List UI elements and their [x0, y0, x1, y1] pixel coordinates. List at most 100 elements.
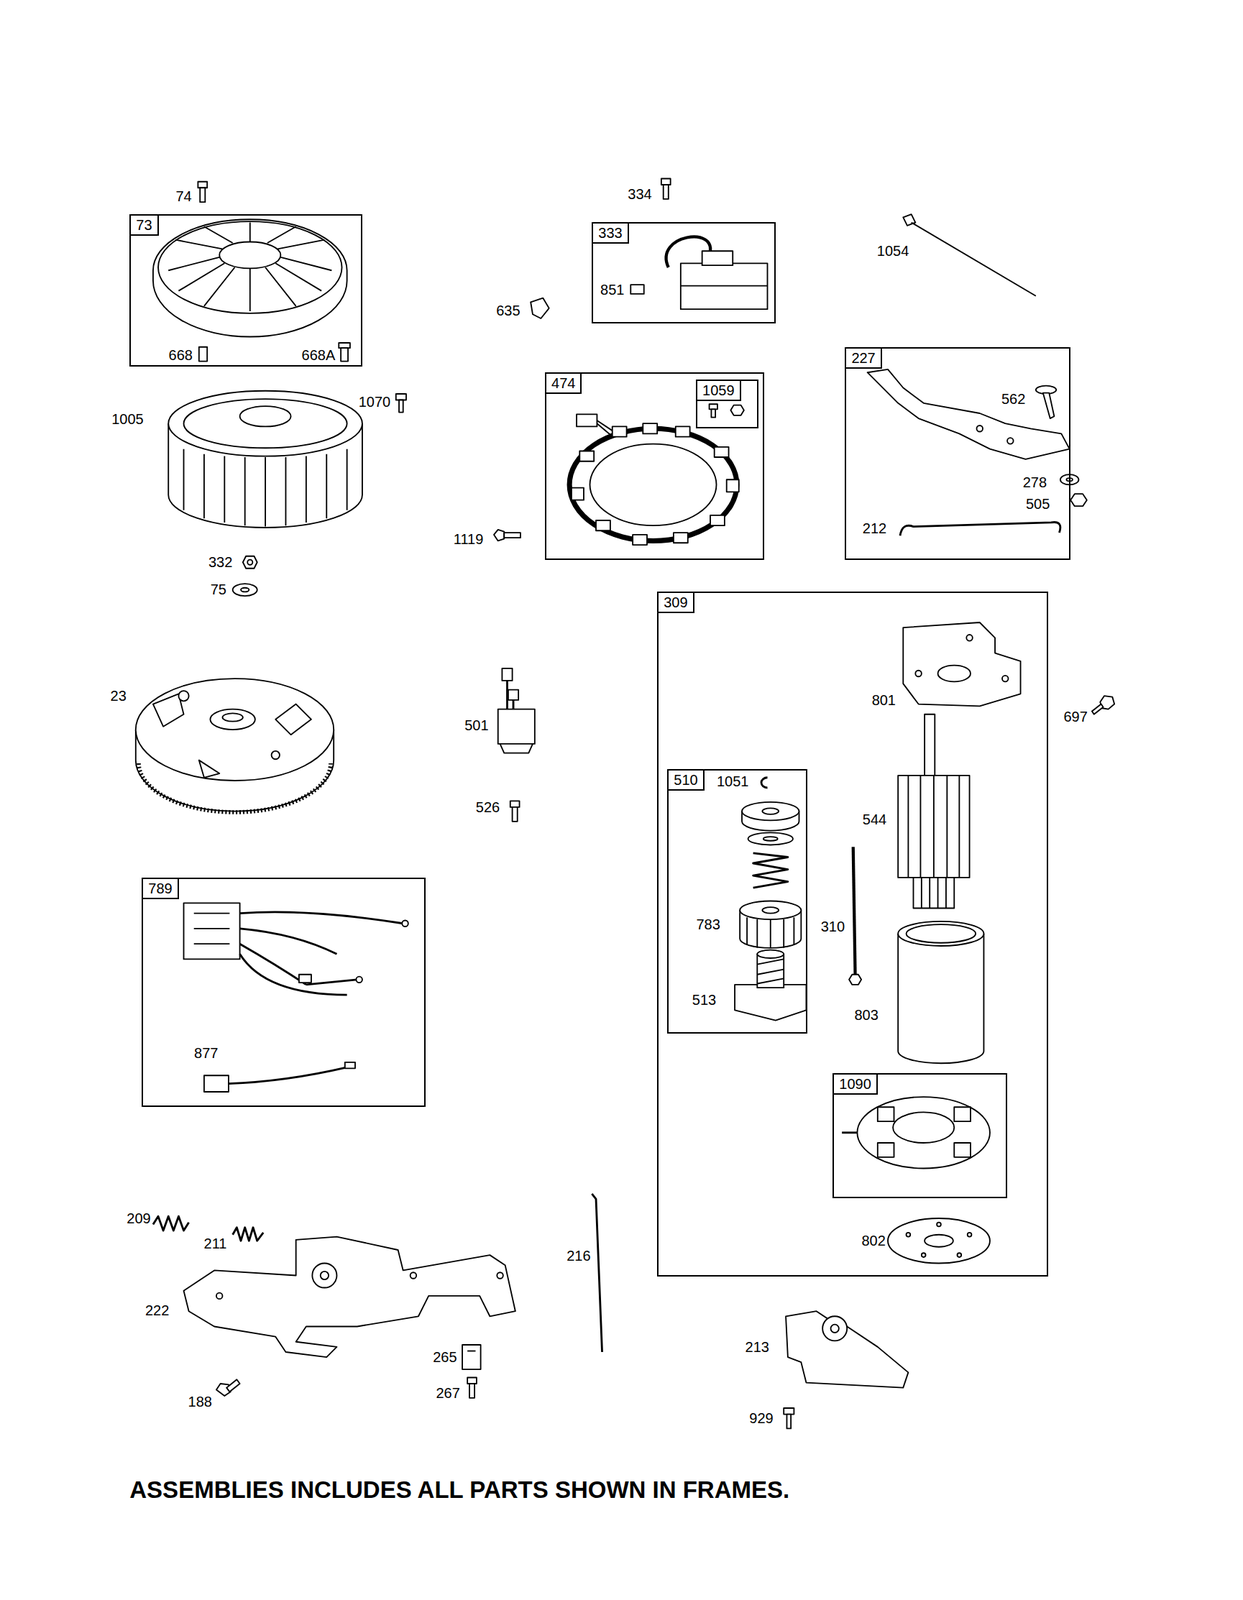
- screw-188-part: [226, 1379, 240, 1392]
- stop-collar-part: [762, 808, 779, 815]
- armature-part: [924, 714, 935, 776]
- fan-part: [184, 398, 348, 448]
- bolt-697-part: [1092, 704, 1104, 715]
- ignition-module-part: [680, 263, 768, 310]
- assembly-frame: 333: [591, 222, 776, 324]
- washer-75-part: [240, 588, 249, 593]
- brush-holder: [841, 1097, 990, 1169]
- callout-number: 216: [566, 1248, 591, 1264]
- screw-1070-part: [398, 400, 404, 413]
- callout-number: 635: [496, 302, 520, 319]
- drive-513-part: [757, 953, 784, 988]
- callout-number: 802: [861, 1232, 885, 1249]
- screw-267-part: [469, 1383, 475, 1399]
- spring: [753, 853, 788, 888]
- frame-tag: 1059: [697, 381, 742, 402]
- fan-part: [168, 391, 363, 457]
- stator-part: [612, 426, 627, 437]
- pin-668: [199, 347, 208, 362]
- screw-267-part: [467, 1377, 477, 1384]
- clip-1051: [761, 777, 768, 788]
- starter-plate-801-part: [938, 665, 971, 683]
- link-rod-212-part: [900, 521, 1061, 536]
- screw-nut-1059-part: [709, 404, 718, 410]
- housing-803-part: [897, 933, 984, 1064]
- gear-783: [739, 901, 801, 949]
- bracket-213: [785, 1311, 908, 1388]
- bracket-213-part: [785, 1311, 908, 1388]
- screw-74: [197, 181, 208, 203]
- screw-1119: [493, 529, 521, 542]
- callout-number: 265: [432, 1349, 457, 1366]
- fitting-635-part: [530, 298, 550, 319]
- flywheel-part: [135, 678, 334, 781]
- stator-part: [596, 420, 612, 435]
- screw-nut-1059-part: [711, 409, 716, 417]
- blower-housing-part: [153, 219, 348, 337]
- ignition-module: [666, 236, 768, 310]
- end-cap-802: [887, 1218, 990, 1264]
- screw-929-part: [786, 1414, 791, 1430]
- fan-part: [240, 406, 292, 427]
- brush-holder-part: [892, 1112, 954, 1144]
- fan-part: [184, 449, 348, 527]
- lead-877: [204, 1062, 356, 1093]
- armature-part: [897, 775, 970, 878]
- end-cap-802-part: [921, 1253, 926, 1258]
- stator-part: [589, 444, 717, 527]
- frame-tag: 474: [546, 373, 582, 394]
- governor-bracket-222-part: [496, 1272, 504, 1279]
- governor-bracket-222-part: [320, 1271, 329, 1280]
- callout-number: 188: [188, 1393, 213, 1410]
- governor-bracket-222-part: [410, 1272, 417, 1279]
- pin-668A-part: [338, 342, 351, 348]
- washer-75-part: [232, 583, 258, 596]
- stator-part: [571, 488, 584, 501]
- end-cap-802-part: [906, 1232, 911, 1238]
- caption: ASSEMBLIES INCLUDES ALL PARTS SHOWN IN F…: [129, 1476, 790, 1504]
- callout-number: 697: [1063, 708, 1088, 725]
- clip-851: [630, 284, 644, 295]
- control-bracket: [867, 369, 1070, 460]
- frame-tag: 73: [130, 215, 159, 236]
- screw-nut-1059-part: [730, 405, 744, 416]
- end-cap-802-part: [967, 1232, 972, 1238]
- control-bracket-part: [867, 369, 1070, 460]
- callout-number: 212: [862, 520, 887, 537]
- armature-part: [913, 877, 954, 909]
- lead-877-part: [204, 1075, 229, 1093]
- end-cap-802-part: [924, 1235, 954, 1248]
- callout-number: 668A: [301, 347, 336, 364]
- washer-part: [763, 836, 778, 842]
- end-cap-802-part: [887, 1218, 990, 1264]
- rod-216: [591, 1194, 602, 1353]
- screw-1070: [396, 393, 407, 413]
- callout-number: 332: [208, 554, 233, 571]
- callout-number: 222: [145, 1302, 169, 1319]
- frame-tag: 789: [143, 879, 179, 900]
- starter-plate-801-part: [1002, 675, 1009, 683]
- wiring-harness-part: [355, 977, 363, 984]
- callout-number: 267: [435, 1385, 460, 1402]
- nut-505-part: [1070, 493, 1087, 507]
- starter-plate-801-part: [902, 622, 1021, 706]
- assembly-frame: 474 1059: [544, 372, 765, 561]
- spring-part: [753, 853, 788, 888]
- callout-number: 1005: [111, 411, 144, 428]
- stator-part: [579, 451, 594, 462]
- assembly-frame: 1059: [695, 379, 759, 429]
- bolt-562: [1035, 386, 1057, 419]
- callout-number: 1051: [716, 773, 750, 790]
- stator-part: [673, 532, 688, 543]
- lead-877-part: [345, 1062, 356, 1070]
- stator-part: [714, 447, 729, 458]
- callout-number: 310: [820, 918, 845, 935]
- assembly-frame: 1090: [832, 1073, 1008, 1198]
- bolt-562-part: [1043, 393, 1055, 419]
- wiring-harness-part: [401, 920, 409, 928]
- blower-housing-part: [158, 221, 343, 314]
- callout-number: 526: [475, 799, 500, 816]
- screw-74-part: [199, 187, 205, 203]
- callout-number: 801: [872, 692, 896, 709]
- callout-number: 1119: [453, 531, 484, 548]
